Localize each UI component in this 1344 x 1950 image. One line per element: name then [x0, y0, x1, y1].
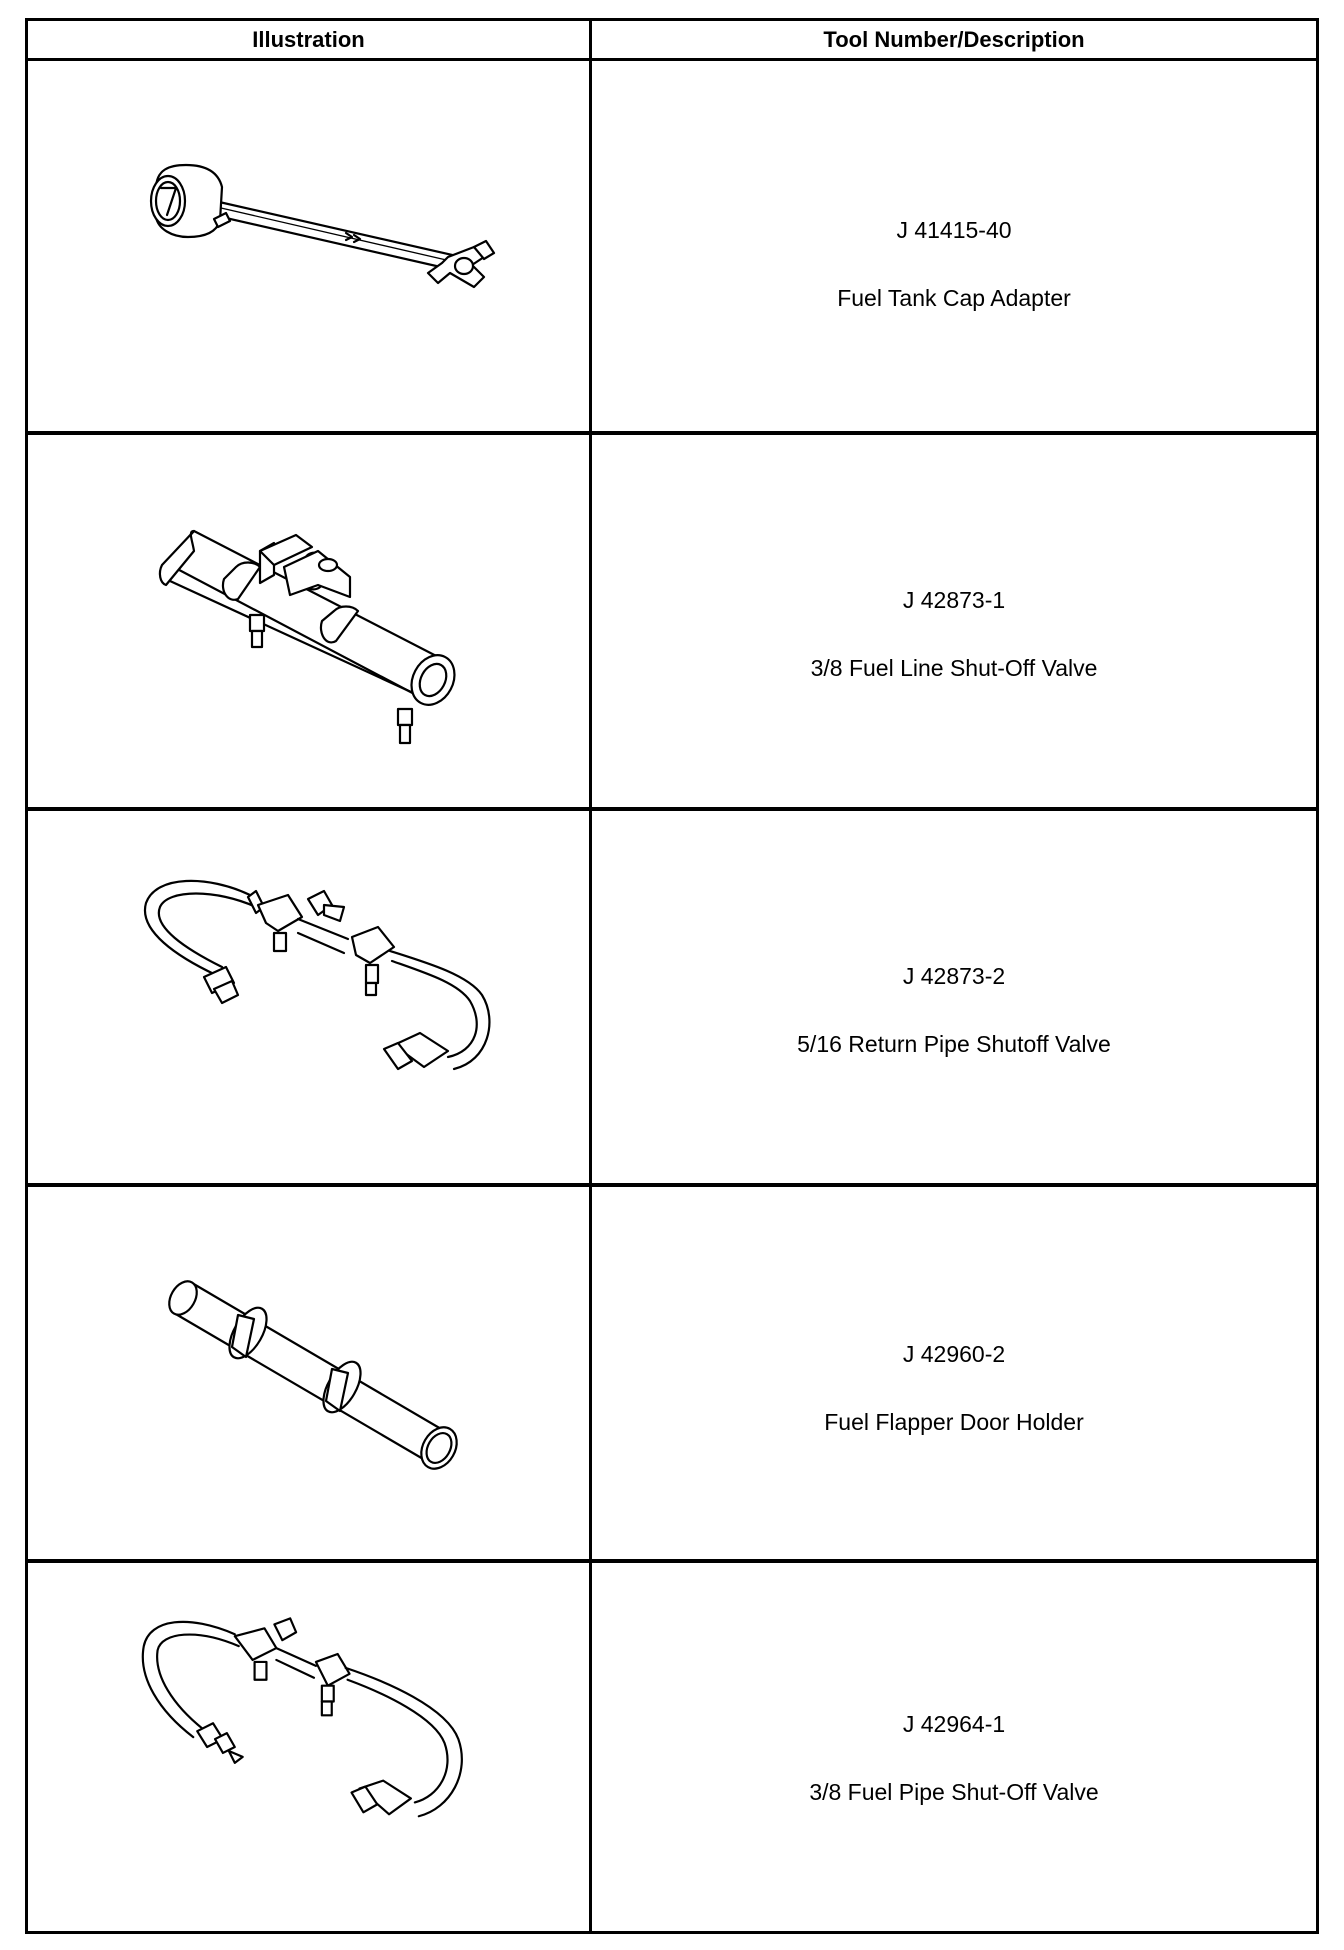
- tool-description: 5/16 Return Pipe Shutoff Valve: [797, 1031, 1111, 1057]
- tool-number: J 42960-2: [902, 1341, 1006, 1367]
- description-cell: J 41415-40 Fuel Tank Cap Adapter: [592, 61, 1316, 431]
- description-cell: J 42873-1 3/8 Fuel Line Shut-Off Valve: [592, 435, 1316, 807]
- table-row: J 42873-1 3/8 Fuel Line Shut-Off Valve: [28, 431, 1316, 807]
- return-pipe-shutoff-valve-icon: [143, 879, 491, 1071]
- special-tools-table: Illustration Tool Number/Description J 4…: [25, 18, 1319, 1934]
- illustration-cell: [28, 61, 589, 431]
- illustration-cell: [28, 1563, 589, 1931]
- tool-number: J 41415-40: [896, 217, 1012, 243]
- table-row: J 42964-1 3/8 Fuel Pipe Shut-Off Valve: [28, 1559, 1316, 1931]
- illustration-cell: [28, 435, 589, 807]
- tool-number: J 42964-1: [902, 1711, 1006, 1737]
- header-tool-number-description: Tool Number/Description: [823, 27, 1085, 52]
- column-divider: [589, 21, 592, 1931]
- tool-description: Fuel Flapper Door Holder: [824, 1409, 1084, 1435]
- tool-description: 3/8 Fuel Line Shut-Off Valve: [810, 655, 1098, 681]
- description-cell: J 42964-1 3/8 Fuel Pipe Shut-Off Valve: [592, 1563, 1316, 1931]
- description-cell: J 42873-2 5/16 Return Pipe Shutoff Valve: [592, 811, 1316, 1183]
- table-header: Illustration Tool Number/Description: [28, 21, 1316, 61]
- table-row: J 42960-2 Fuel Flapper Door Holder: [28, 1183, 1316, 1559]
- tool-number: J 42873-1: [902, 587, 1006, 613]
- illustration-cell: [28, 1187, 589, 1559]
- illustration-cell: [28, 811, 589, 1183]
- fuel-tank-cap-adapter-icon: [149, 163, 496, 289]
- flapper-door-holder-icon: [168, 1280, 458, 1470]
- table-row: J 41415-40 Fuel Tank Cap Adapter: [28, 61, 1316, 431]
- tool-description: 3/8 Fuel Pipe Shut-Off Valve: [809, 1779, 1099, 1805]
- description-cell: J 42960-2 Fuel Flapper Door Holder: [592, 1187, 1316, 1559]
- header-illustration: Illustration: [252, 27, 365, 52]
- tool-description: Fuel Tank Cap Adapter: [837, 285, 1071, 311]
- tool-number: J 42873-2: [902, 963, 1006, 989]
- table-row: J 42873-2 5/16 Return Pipe Shutoff Valve: [28, 807, 1316, 1183]
- fuel-line-shutoff-valve-icon: [158, 529, 456, 745]
- fuel-pipe-shutoff-valve-icon: [141, 1617, 463, 1818]
